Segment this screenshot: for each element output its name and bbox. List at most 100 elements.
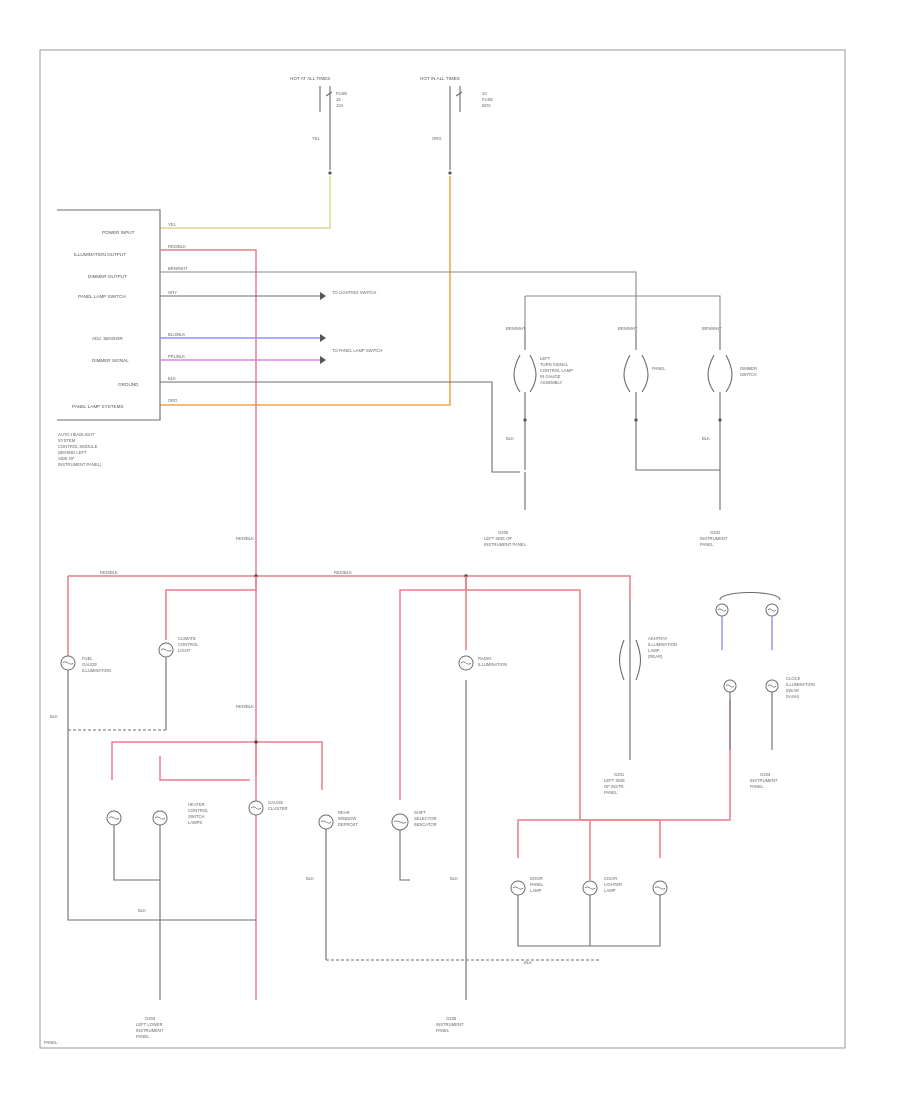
pin-label-illumination-output: ILLUMINATION OUTPUT xyxy=(74,252,126,257)
svg-text:REAR: REAR xyxy=(338,810,350,815)
svg-text:LAMPS: LAMPS xyxy=(188,820,202,825)
fuse-right: HOT IN ALL TIMES 10 FUSE BOX ORG xyxy=(420,76,493,175)
pin-wire-panel-lamp-systems: ORG xyxy=(168,398,178,403)
svg-text:CONTROL: CONTROL xyxy=(188,808,209,813)
svg-text:CONTROL MODULE: CONTROL MODULE xyxy=(58,444,98,449)
svg-text:CONTROL: CONTROL xyxy=(178,642,199,647)
ground-g203: G203 INSTRUMENT PANEL xyxy=(750,772,778,789)
module-pin-labels: POWER INPUT ILLUMINATION OUTPUT DIMMER O… xyxy=(72,230,139,409)
fuse-left-label: HOT AT ALL TIMES xyxy=(290,76,330,81)
ground-g200: G200 LEFT SIDE OF INSTRUMENT PANEL xyxy=(484,530,527,547)
rear-defrost-lamp: REAR WINDOW DEFROST xyxy=(318,810,358,830)
pin-label-adj-sensor: ADJ. SENSOR xyxy=(92,336,123,341)
fuse-left-line-1: FUSE xyxy=(336,91,347,96)
wire-dimmer-bus xyxy=(524,295,721,330)
pin-wire-dimmer-signal: PPL/BLK xyxy=(168,354,185,359)
ashtray-lamp: ASHTRAY ILLUMINATION LAMP (REAR) xyxy=(618,636,677,681)
bus-label-right: RED/BLK xyxy=(334,570,352,575)
wire-lower-right-feed xyxy=(517,819,661,858)
svg-text:CONTROL LAMP: CONTROL LAMP xyxy=(540,368,573,373)
svg-text:(NEAR: (NEAR xyxy=(786,688,799,693)
svg-text:BLK: BLK xyxy=(506,436,514,441)
svg-text:LEFT SIDE: LEFT SIDE xyxy=(604,778,625,783)
svg-text:IN GAUGE: IN GAUGE xyxy=(540,374,561,379)
svg-text:PANEL: PANEL xyxy=(436,1028,450,1033)
svg-text:SELECTOR: SELECTOR xyxy=(414,816,437,821)
svg-text:GAUGE: GAUGE xyxy=(82,662,97,667)
connector-lighting-switch-label: TO LIGHTING SWITCH xyxy=(332,290,376,295)
pin-label-dimmer-output: DIMMER OUTPUT xyxy=(88,274,127,279)
wire-dimmer-output xyxy=(160,271,637,296)
gauge-cluster-lamp: GAUGE CLUSTER xyxy=(248,800,288,816)
svg-text:INSTRUMENT PANEL: INSTRUMENT PANEL xyxy=(484,542,527,547)
svg-text:LEFT: LEFT xyxy=(540,356,551,361)
ground-g201: G201 LEFT SIDE OF INSTR. PANEL xyxy=(604,772,625,795)
wire-illumination-bus xyxy=(68,575,631,600)
svg-text:RADIO: RADIO xyxy=(478,656,492,661)
wire-radio-clock-feed xyxy=(465,576,731,821)
wire-power-input xyxy=(160,176,331,229)
pin-wire-panel-lamp-switch: GRY xyxy=(168,290,177,295)
svg-text:CLIMATE: CLIMATE xyxy=(178,636,196,641)
diagram-frame xyxy=(39,49,846,1049)
fuse-right-wire-label: ORG xyxy=(432,136,442,141)
svg-text:LAMP: LAMP xyxy=(530,888,542,893)
fuse-right-line-2: FUSE xyxy=(482,97,493,102)
fuse-left-line-3: 10A xyxy=(336,103,344,108)
svg-text:(REAR): (REAR) xyxy=(648,654,663,659)
pin-label-panel-lamp-systems: PANEL LAMP SYSTEMS xyxy=(72,404,123,409)
svg-text:LIGHTER: LIGHTER xyxy=(604,882,622,887)
svg-text:DOOR: DOOR xyxy=(530,876,543,881)
wire-lower-grounds xyxy=(113,825,410,1000)
wire-illumination-output xyxy=(160,249,257,1000)
door-panel-lamp: DOOR PANEL LAMP xyxy=(510,876,544,896)
svg-text:INSTRUMENT: INSTRUMENT xyxy=(700,536,728,541)
svg-text:G203: G203 xyxy=(760,772,771,777)
svg-text:BRN/WHT: BRN/WHT xyxy=(702,326,722,331)
shift-selector-lamp: SHIFT SELECTOR INDICATOR xyxy=(391,810,437,831)
svg-text:INDICATOR: INDICATOR xyxy=(414,822,437,827)
svg-text:(BEHIND LEFT: (BEHIND LEFT xyxy=(58,450,87,455)
fuse-left: HOT AT ALL TIMES FUSE 15 10A YEL xyxy=(290,76,347,175)
svg-text:G200: G200 xyxy=(498,530,509,535)
control-module: POWER INPUT ILLUMINATION OUTPUT DIMMER O… xyxy=(57,209,188,467)
svg-text:CIGAR: CIGAR xyxy=(604,876,617,881)
svg-text:ASHTRAY: ASHTRAY xyxy=(648,636,668,641)
wire-lower-right-grounds xyxy=(517,895,661,947)
pin-label-power-input: POWER INPUT xyxy=(102,230,135,235)
svg-text:DIMMER: DIMMER xyxy=(740,366,757,371)
wire-climate-control xyxy=(165,576,257,640)
transaxle-lamp xyxy=(652,880,668,896)
wire-fuel-ground xyxy=(67,670,256,921)
radio-illumination-lamp: RADIO ILLUMINATION xyxy=(458,655,507,671)
svg-text:ILLUMINATION: ILLUMINATION xyxy=(648,642,677,647)
ground-g205: G205 INSTRUMENT PANEL xyxy=(436,1016,464,1033)
pin-wire-power-input: YEL xyxy=(168,222,177,227)
svg-text:LAMP: LAMP xyxy=(648,648,660,653)
module-pin-wires: YEL RED/BLK BRN/WHT GRY BLU/BLK PPL/BLK … xyxy=(168,222,188,403)
pin-wire-ground: BLK xyxy=(168,376,176,381)
bus-feed-label: RED/BLK xyxy=(236,536,254,541)
pin-wire-adj-sensor: BLU/BLK xyxy=(168,332,185,337)
svg-text:PANEL: PANEL xyxy=(530,882,544,887)
svg-text:ASSEMBLY: ASSEMBLY xyxy=(540,380,562,385)
svg-text:BLK: BLK xyxy=(524,960,532,965)
svg-text:ILLUMINATION: ILLUMINATION xyxy=(478,662,507,667)
svg-text:TURN SIGNAL: TURN SIGNAL xyxy=(540,362,569,367)
svg-text:G202: G202 xyxy=(710,530,721,535)
svg-text:G204: G204 xyxy=(145,1016,156,1021)
svg-text:AUTO HEADLIGHT: AUTO HEADLIGHT xyxy=(58,432,95,437)
svg-text:BLK: BLK xyxy=(702,436,710,441)
svg-text:SWITCH: SWITCH xyxy=(740,372,757,377)
svg-text:INSTRUMENT: INSTRUMENT xyxy=(436,1022,464,1027)
module-caption: AUTO HEADLIGHT SYSTEM CONTROL MODULE (BE… xyxy=(58,432,102,467)
fuse-left-wire-label: YEL xyxy=(312,136,321,141)
wire-module-ground xyxy=(160,381,520,473)
pin-label-dimmer-signal: DIMMER SIGNAL xyxy=(92,358,129,363)
svg-text:GAUGE: GAUGE xyxy=(268,800,283,805)
svg-text:SYSTEM: SYSTEM xyxy=(58,438,76,443)
fuse-right-label: HOT IN ALL TIMES xyxy=(420,76,460,81)
svg-text:BLK: BLK xyxy=(138,908,146,913)
fuse-left-line-2: 15 xyxy=(336,97,341,102)
